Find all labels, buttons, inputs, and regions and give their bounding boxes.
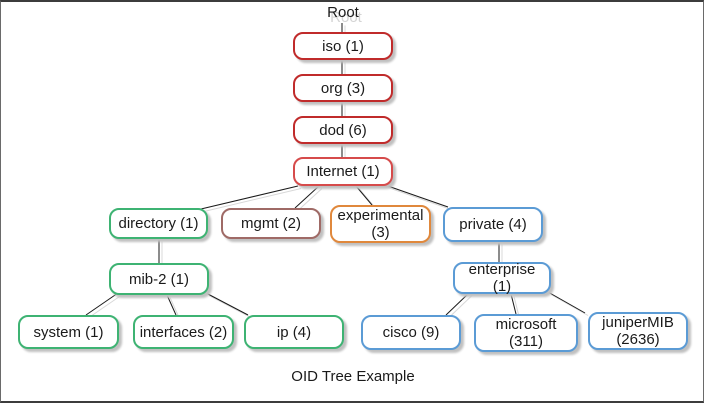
- edge-mib-2-to-interfaces-shadow: [169, 297, 180, 318]
- tree-node-iso: iso (1): [293, 32, 393, 60]
- edge-enterprise-to-microsoft-shadow: [513, 296, 520, 317]
- tree-node-label: cisco (9): [382, 324, 440, 341]
- edge-mib-2-to-system-shadow: [88, 295, 122, 318]
- tree-node-cisco: cisco (9): [361, 315, 461, 350]
- edge-mib-2-to-ip-shadow: [208, 295, 252, 318]
- edge-internet-to-experimental: [355, 185, 373, 206]
- diagram-caption: OID Tree Example: [291, 368, 415, 385]
- edge-enterprise-to-juniperMIB-shadow: [550, 294, 589, 316]
- edge-internet-to-mgmt: [294, 185, 320, 209]
- tree-node-juniperMIB: juniperMIB (2636): [588, 312, 688, 350]
- tree-node-interfaces: interfaces (2): [133, 315, 234, 349]
- tree-node-mib-2: mib-2 (1): [109, 263, 209, 295]
- tree-node-label: mgmt (2): [241, 215, 301, 232]
- edge-mib-2-to-ip: [205, 292, 249, 316]
- tree-node-ip: ip (4): [244, 315, 344, 349]
- edge-mib-2-to-system: [85, 292, 119, 316]
- tree-node-label: mib-2 (1): [128, 270, 189, 288]
- edge-enterprise-to-juniperMIB: [547, 291, 586, 314]
- tree-node-experimental: experimental (3): [330, 205, 431, 243]
- edge-internet-to-private-shadow: [387, 187, 452, 210]
- edge-enterprise-to-cisco: [445, 292, 470, 316]
- tree-node-label: enterprise (1): [468, 261, 536, 295]
- edge-enterprise-to-microsoft: [510, 293, 517, 315]
- tree-node-system: system (1): [18, 315, 119, 349]
- tree-node-directory: directory (1): [109, 208, 208, 239]
- edge-mib-2-to-interfaces: [166, 294, 177, 316]
- tree-node-label: microsoft (311): [495, 316, 557, 350]
- tree-node-label: dod (6): [319, 121, 367, 139]
- tree-node-label: system (1): [33, 323, 104, 341]
- edge-internet-to-experimental-shadow: [358, 188, 376, 208]
- tree-node-internet: Internet (1): [293, 157, 393, 186]
- tree-node-label: experimental (3): [337, 207, 424, 241]
- tree-node-org: org (3): [293, 74, 393, 102]
- tree-node-enterprise: enterprise (1): [453, 261, 551, 295]
- tree-node-private: private (4): [443, 207, 543, 242]
- tree-node-microsoft: microsoft (311): [474, 314, 578, 352]
- edge-internet-to-mgmt-shadow: [297, 188, 323, 211]
- tree-node-label: juniperMIB (2636): [602, 314, 674, 348]
- tree-node-label: Internet (1): [306, 163, 380, 180]
- edge-internet-to-private: [384, 184, 449, 208]
- edge-enterprise-to-cisco-shadow: [448, 295, 473, 318]
- edge-internet-to-directory-shadow: [203, 188, 302, 212]
- tree-node-mgmt: mgmt (2): [221, 208, 321, 239]
- tree-node-label: directory (1): [118, 215, 199, 232]
- edge-internet-to-directory: [200, 185, 299, 210]
- root-node-label: Root: [327, 4, 359, 21]
- tree-node-label: private (4): [459, 216, 527, 233]
- tree-node-label: ip (4): [276, 323, 312, 341]
- tree-node-label: iso (1): [322, 37, 364, 55]
- tree-node-dod: dod (6): [293, 116, 393, 144]
- tree-node-label: interfaces (2): [139, 323, 228, 341]
- tree-node-label: org (3): [320, 79, 366, 97]
